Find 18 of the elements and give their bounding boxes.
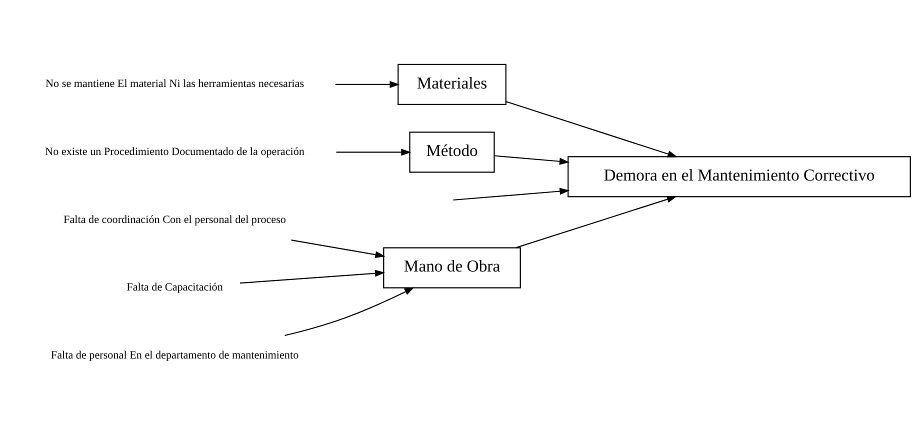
node-text: Falta de personal En el departamento de mantenimiento	[50, 348, 299, 361]
arrow	[453, 187, 570, 200]
arrow	[291, 239, 386, 258]
arrow	[494, 154, 570, 164]
node-box: Mano de Obra	[383, 246, 521, 288]
node-text: Falta de coordinación Con el personal del proceso	[64, 213, 286, 226]
node-box: Demora en el Mantenimiento Correctivo	[568, 156, 911, 197]
arrow	[516, 195, 677, 248]
node-box: Materiales	[398, 63, 506, 104]
node-text: No existe un Procedimiento Documentado de la operación	[45, 146, 305, 158]
node-box: Método	[409, 131, 495, 172]
node-text: Falta de Capacitación	[126, 281, 223, 294]
arrow	[335, 80, 400, 88]
arrow	[240, 269, 385, 284]
arrow	[284, 286, 414, 336]
arrow	[336, 148, 412, 156]
node-text: No se mantiene El material Ni las herramientas necesarias	[46, 78, 304, 90]
arrow	[506, 100, 678, 157]
